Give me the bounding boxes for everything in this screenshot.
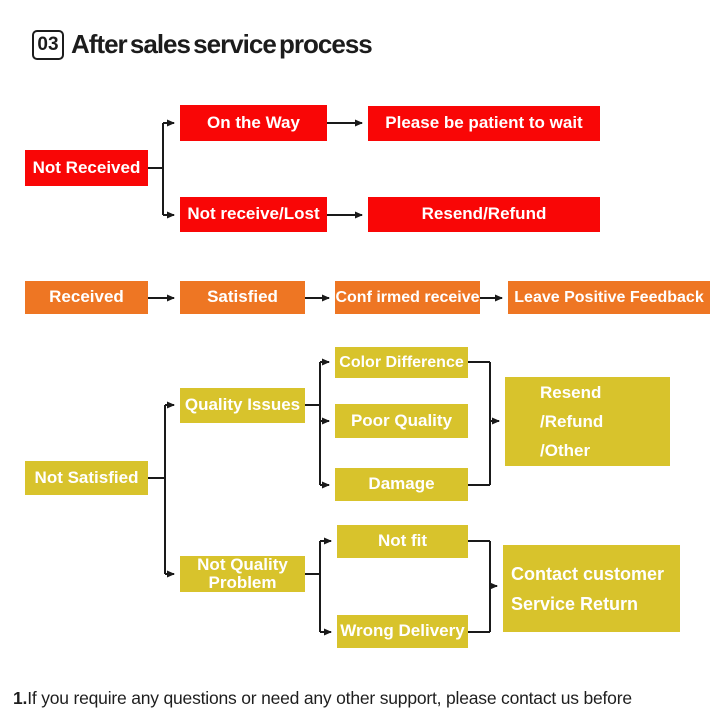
node-label: Received (49, 287, 124, 307)
node-damage: Damage (335, 468, 468, 501)
node-color-difference: Color Difference (335, 347, 468, 378)
node-please-wait: Please be patient to wait (368, 106, 600, 141)
footer-note: 1.If you require any questions or need a… (13, 688, 713, 709)
node-poor-quality: Poor Quality (335, 404, 468, 438)
node-not-fit: Not fit (337, 525, 468, 558)
node-satisfied: Satisfied (180, 281, 305, 314)
node-leave-positive-feedback: Leave Positive Feedback (508, 281, 710, 314)
node-on-the-way: On the Way (180, 105, 327, 141)
node-label: Color Difference (339, 353, 464, 371)
node-label: Not Received (32, 157, 141, 177)
node-label: Please be patient to wait (385, 113, 583, 133)
node-label: Poor Quality (350, 410, 453, 430)
footer-note-number: 1. (13, 688, 28, 708)
node-contact-customer-service: Contact customer Service Return (503, 545, 680, 632)
node-not-receive-lost: Not receive/Lost (180, 197, 327, 232)
node-label-line: Problem (208, 573, 277, 592)
node-label-line: Resend (540, 383, 602, 402)
node-received: Received (25, 281, 148, 314)
page-title-text: After sales service process (71, 29, 373, 59)
footer-note-text: If you require any questions or need any… (27, 688, 632, 708)
node-quality-issues: Quality Issues (180, 388, 305, 423)
node-label: Resend/Refund (421, 204, 547, 224)
node-not-received: Not Received (25, 150, 148, 186)
node-label: Conf irmed receive (335, 288, 480, 306)
node-label-line: Not Quality (197, 555, 288, 574)
node-confirmed-receive: Conf irmed receive (335, 281, 480, 314)
node-label: Quality Issues (184, 395, 301, 415)
node-label: Not receive/Lost (187, 204, 320, 224)
node-label-line: Contact customer (511, 563, 665, 584)
node-label: Not Satisfied (34, 467, 139, 487)
node-label: Wrong Delivery (340, 621, 465, 641)
node-wrong-delivery: Wrong Delivery (337, 615, 468, 648)
node-label-line: Service Return (511, 593, 639, 614)
node-label: Leave Positive Feedback (514, 288, 704, 306)
node-label: Damage (368, 474, 435, 494)
node-not-quality-problem: Not Quality Problem (180, 556, 305, 592)
page-title: 03 After sales service process (32, 29, 373, 60)
node-resend-refund: Resend/Refund (368, 197, 600, 232)
node-label: Satisfied (207, 287, 278, 307)
node-resend-refund-other: Resend /Refund /Other (505, 377, 670, 466)
section-number-badge: 03 (32, 29, 64, 60)
node-not-satisfied: Not Satisfied (25, 461, 148, 495)
node-label-line: /Refund (540, 412, 604, 431)
node-label: Not fit (377, 531, 428, 551)
node-label-line: /Other (540, 441, 591, 460)
node-label: On the Way (207, 112, 300, 132)
